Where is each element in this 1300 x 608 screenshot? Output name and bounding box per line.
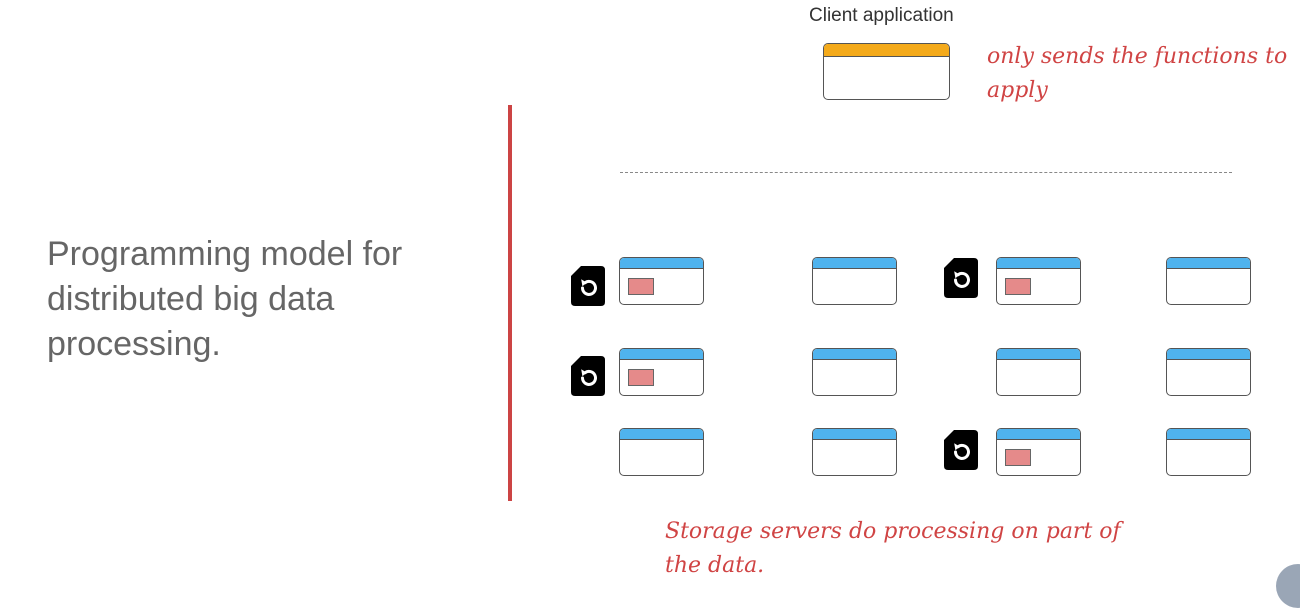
server-title-bar [813, 349, 896, 360]
server-title-bar [620, 258, 703, 269]
network-boundary-line [620, 172, 1232, 173]
restore-document-icon [944, 258, 978, 298]
server-title-bar [620, 429, 703, 440]
restore-document-icon [571, 266, 605, 306]
server-title-bar [813, 258, 896, 269]
server-title-bar [813, 429, 896, 440]
client-application-box [823, 43, 950, 100]
main-heading: Programming model for distributed big da… [47, 235, 403, 363]
server-title-bar [997, 349, 1080, 360]
data-partition [1005, 449, 1031, 466]
server-note: Storage servers do processing on part of… [665, 519, 1121, 578]
storage-server-11 [996, 428, 1081, 476]
restore-document-icon [944, 430, 978, 470]
data-partition [628, 278, 654, 295]
storage-server-10 [812, 428, 897, 476]
client-title-bar [824, 44, 949, 57]
storage-server-2 [812, 257, 897, 305]
server-title-bar [1167, 349, 1250, 360]
data-partition [1005, 278, 1031, 295]
storage-server-7 [996, 348, 1081, 396]
storage-server-12 [1166, 428, 1251, 476]
storage-server-4 [1166, 257, 1251, 305]
storage-server-8 [1166, 348, 1251, 396]
client-note: only sends the functions to apply [987, 44, 1288, 103]
server-title-bar [1167, 258, 1250, 269]
client-application-label: Client application [809, 5, 954, 26]
storage-server-5 [619, 348, 704, 396]
storage-server-6 [812, 348, 897, 396]
storage-server-1 [619, 257, 704, 305]
server-title-bar [997, 258, 1080, 269]
corner-circle [1276, 564, 1300, 608]
vertical-divider [508, 105, 512, 501]
data-partition [628, 369, 654, 386]
server-title-bar [997, 429, 1080, 440]
storage-server-9 [619, 428, 704, 476]
server-title-bar [620, 349, 703, 360]
restore-document-icon [571, 356, 605, 396]
storage-server-3 [996, 257, 1081, 305]
server-title-bar [1167, 429, 1250, 440]
